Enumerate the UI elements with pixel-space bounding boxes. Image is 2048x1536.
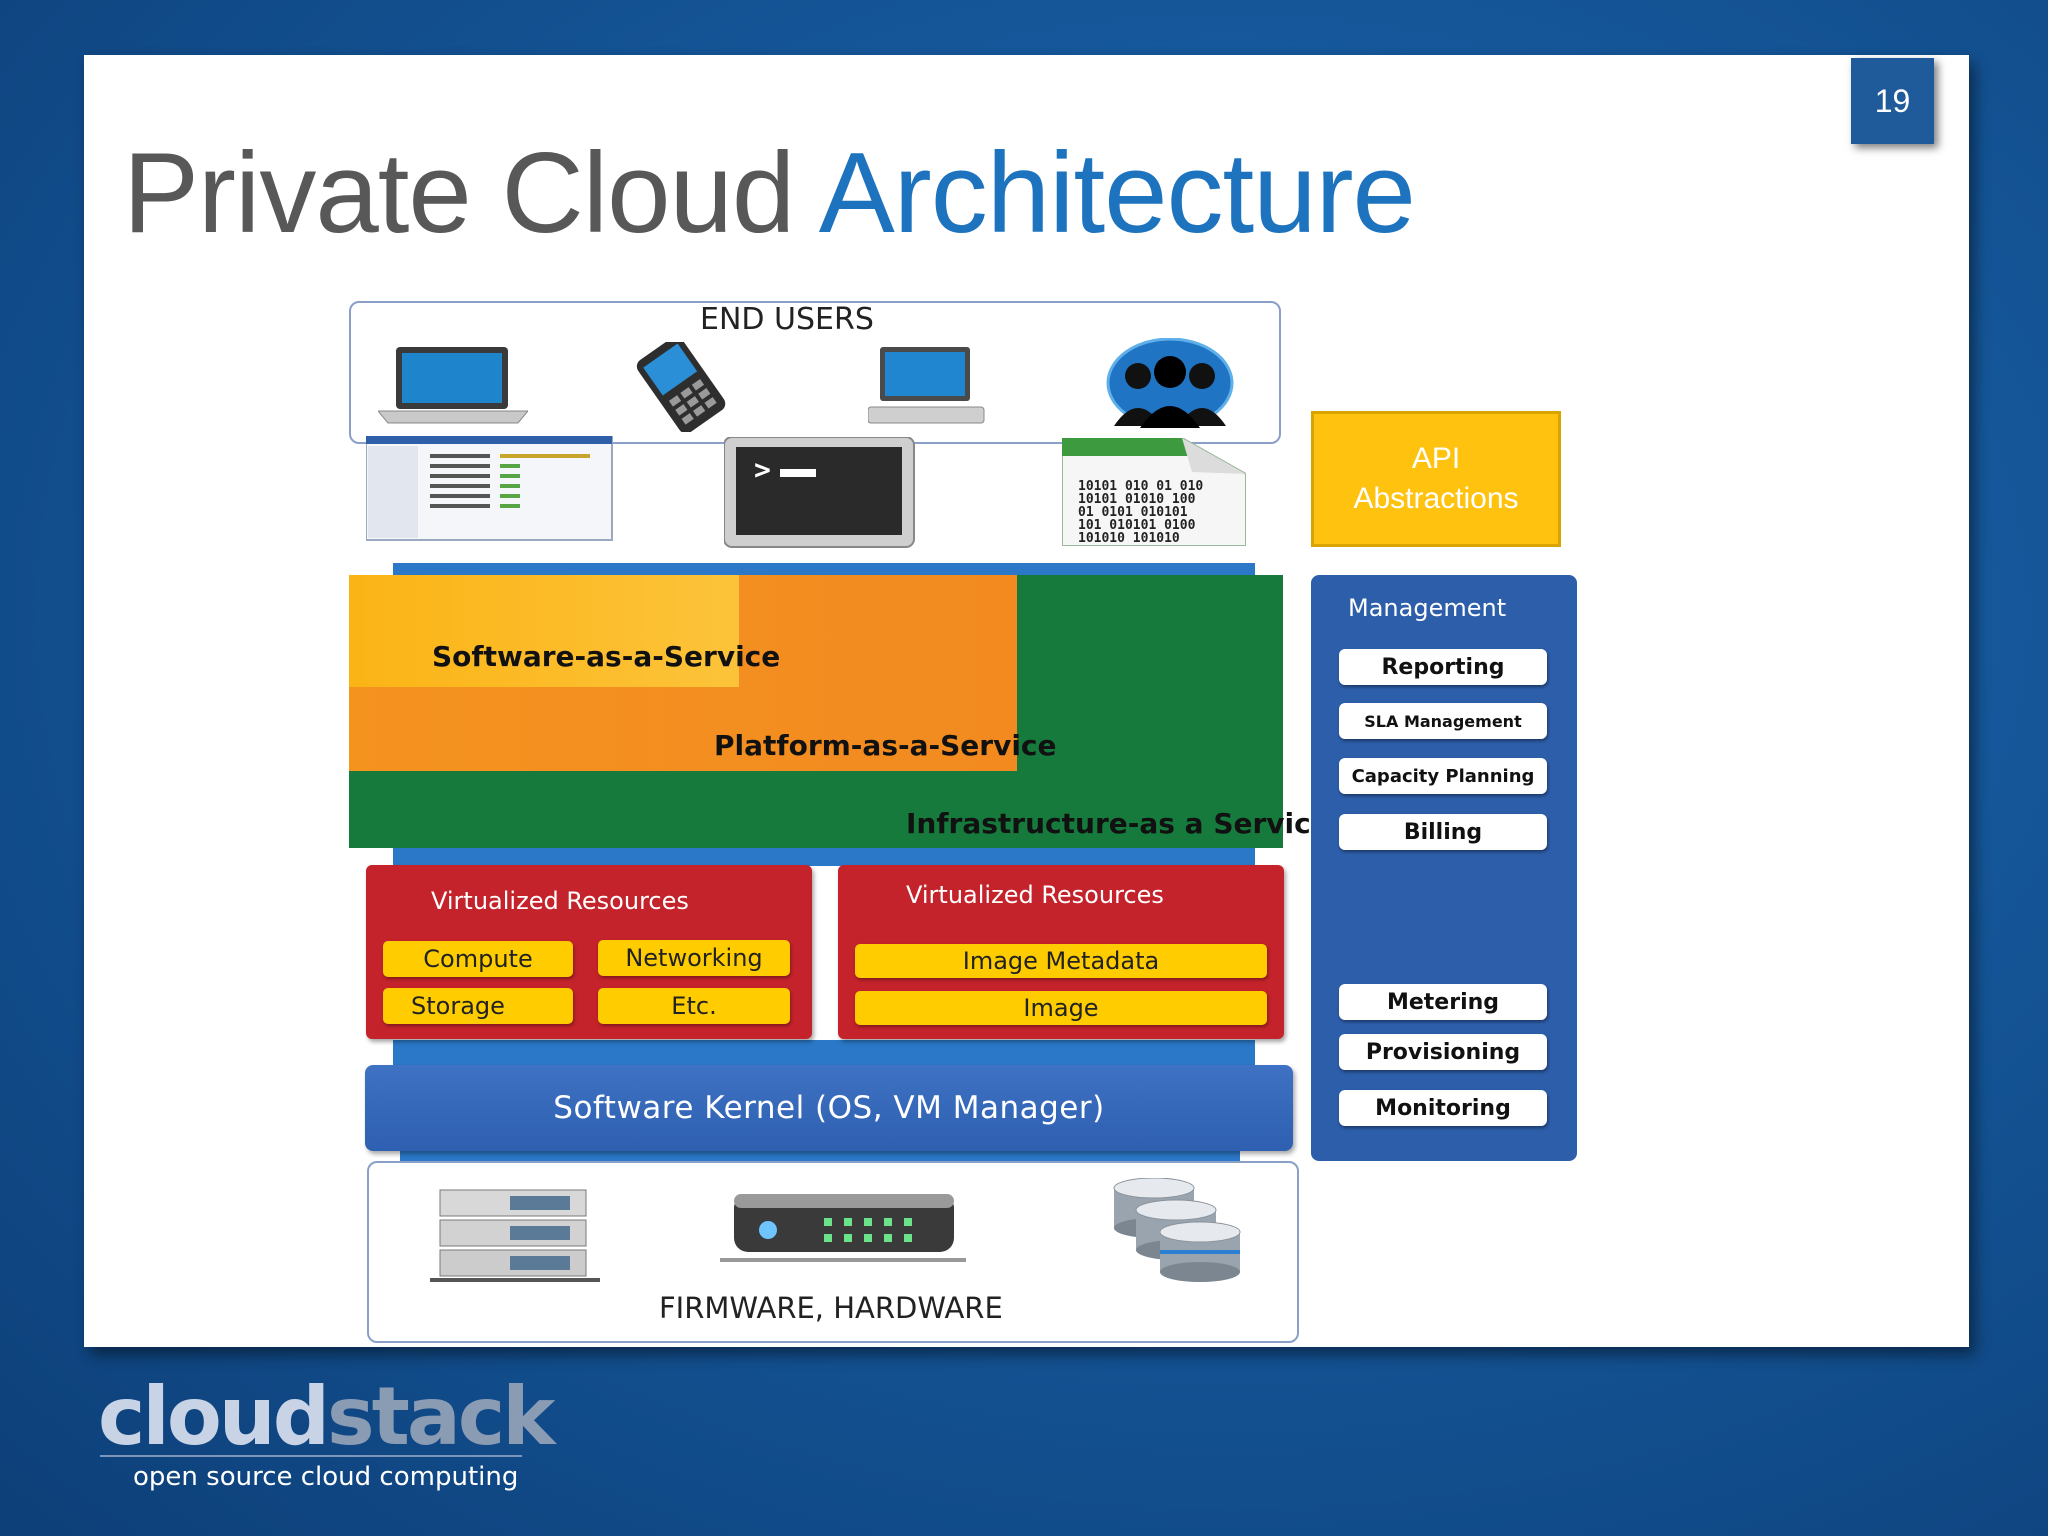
connector-bar-middle [393, 846, 1255, 866]
database-storage-icon [1113, 1178, 1241, 1282]
image-metadata-pill: Image Metadata [855, 944, 1267, 978]
binary-file-icon: 10101 010 01 010 10101 01010 100 01 0101… [1062, 438, 1246, 546]
hardware-label: FIRMWARE, HARDWARE [659, 1291, 1003, 1325]
virtualized-resources-right-title: Virtualized Resources [906, 881, 1164, 909]
end-users-label: END USERS [700, 302, 874, 337]
terminal-icon: > [724, 437, 915, 548]
logo-tagline: open source cloud computing [133, 1462, 519, 1492]
logo-divider [100, 1455, 522, 1457]
binary-line-1: 10101 010 01 010 [1078, 479, 1203, 494]
monitoring-item: Monitoring [1339, 1090, 1547, 1126]
smartphone-icon [636, 342, 726, 432]
api-abstractions-box: API Abstractions [1311, 411, 1561, 547]
iaas-label: Infrastructure-as a Service [906, 807, 1330, 840]
software-kernel-bar: Software Kernel (OS, VM Manager) [365, 1065, 1293, 1151]
terminal-prompt: > [754, 453, 771, 486]
logo-part-cloud: cloud [98, 1370, 330, 1463]
binary-line-2: 10101 01010 100 [1078, 492, 1196, 507]
paas-label: Platform-as-a-Service [714, 729, 1057, 762]
connector-bar-lower [393, 1040, 1255, 1066]
globe-users-icon [1106, 338, 1234, 428]
title-text: Private Cloud [123, 130, 819, 257]
compute-pill: Compute [383, 941, 573, 977]
saas-layer [349, 575, 739, 687]
page-title: Private Cloud Architecture [123, 128, 1416, 259]
server-rack-icon [430, 1189, 600, 1282]
binary-line-5: 101010 101010 [1078, 531, 1180, 546]
page-number: 19 [1851, 58, 1934, 144]
connector-bar-bottom [400, 1149, 1240, 1161]
api-label-line2: Abstractions [1353, 482, 1519, 515]
logo-part-stack: stack [327, 1370, 555, 1463]
cloudstack-logo: cloudstack [98, 1370, 556, 1463]
web-console-icon [366, 436, 613, 541]
network-switch-icon [720, 1194, 966, 1262]
connector-bar-top [393, 563, 1255, 577]
desktop-computer-icon [868, 347, 985, 424]
sla-management-item: SLA Management [1339, 703, 1547, 739]
api-label-line1: API [1411, 442, 1461, 475]
laptop-icon [378, 347, 528, 424]
binary-line-4: 101 010101 0100 [1078, 518, 1196, 533]
title-accent: Architecture [818, 130, 1416, 257]
billing-item: Billing [1339, 814, 1547, 850]
management-title: Management [1348, 594, 1507, 622]
saas-label: Software-as-a-Service [432, 640, 781, 673]
provisioning-item: Provisioning [1339, 1034, 1547, 1070]
etc-pill: Etc. [598, 988, 790, 1024]
image-pill: Image [855, 991, 1267, 1025]
binary-line-3: 01 0101 010101 [1078, 505, 1188, 520]
capacity-planning-item: Capacity Planning [1339, 758, 1547, 794]
networking-pill: Networking [598, 940, 790, 976]
metering-item: Metering [1339, 984, 1547, 1020]
virtualized-resources-left-title: Virtualized Resources [431, 887, 689, 915]
reporting-item: Reporting [1339, 649, 1547, 685]
storage-pill: Storage [383, 988, 573, 1024]
